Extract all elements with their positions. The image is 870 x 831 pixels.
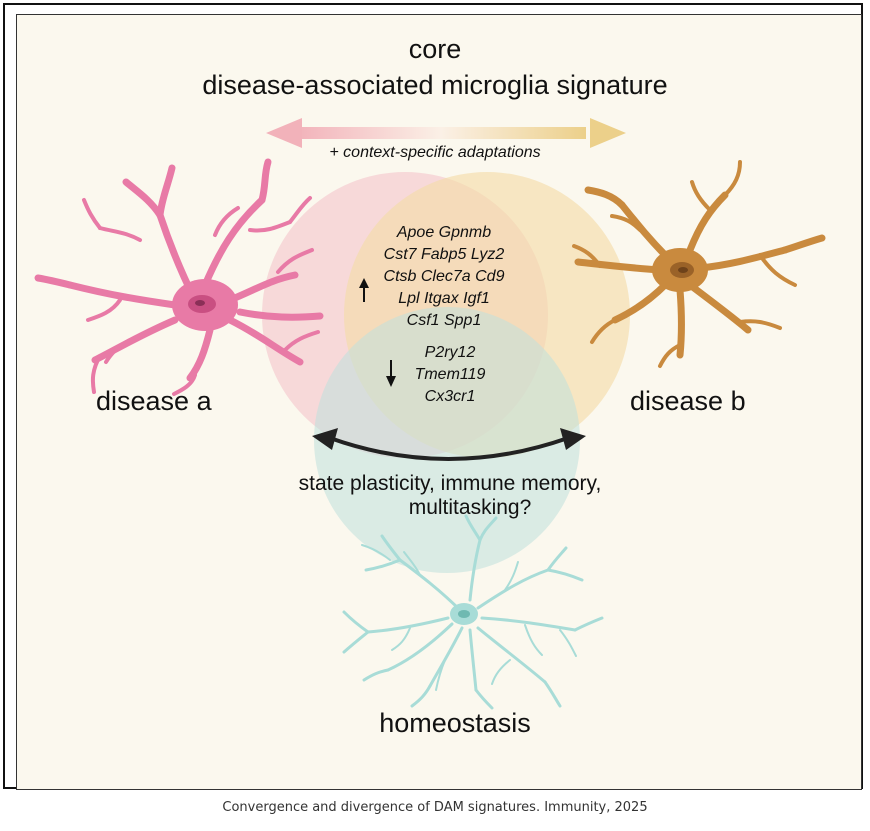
disease-b-label: disease b — [630, 386, 746, 416]
upregulated-gene-row: Apoe Gpnmb — [396, 224, 492, 241]
homeostasis-circle — [314, 307, 580, 573]
plasticity-text-line-2: multitasking? — [408, 496, 532, 519]
downregulated-gene-row: P2ry12 — [424, 344, 476, 361]
upregulated-gene-row: Csf1 Spp1 — [406, 312, 482, 329]
disease-a-label: disease a — [96, 386, 212, 416]
homeostasis-microglia-icon — [342, 514, 604, 710]
title-line-2: disease-associated microglia signature — [202, 70, 668, 100]
upregulated-gene-row: Lpl Itgax Igf1 — [398, 290, 490, 307]
downregulated-gene-row: Cx3cr1 — [424, 388, 476, 405]
homeostasis-label: homeostasis — [379, 708, 531, 738]
disease-a-microglia-icon — [34, 158, 324, 396]
down-arrow-icon — [386, 360, 396, 387]
gradient-double-arrow-icon — [266, 118, 626, 148]
upregulated-gene-row: Ctsb Clec7a Cd9 — [383, 268, 505, 285]
plasticity-text-line-1: state plasticity, immune memory, — [298, 472, 602, 495]
double-arrow-icon — [312, 428, 586, 461]
downregulated-gene-row: Tmem119 — [414, 366, 486, 383]
figure-caption: Convergence and divergence of DAM signat… — [222, 800, 648, 815]
disease-b-microglia-icon — [572, 160, 826, 368]
title-line-1: core — [408, 34, 462, 64]
up-arrow-icon — [359, 278, 369, 302]
upregulated-gene-row: Cst7 Fabp5 Lyz2 — [383, 246, 505, 263]
subtitle: + context-specific adaptations — [329, 144, 541, 161]
